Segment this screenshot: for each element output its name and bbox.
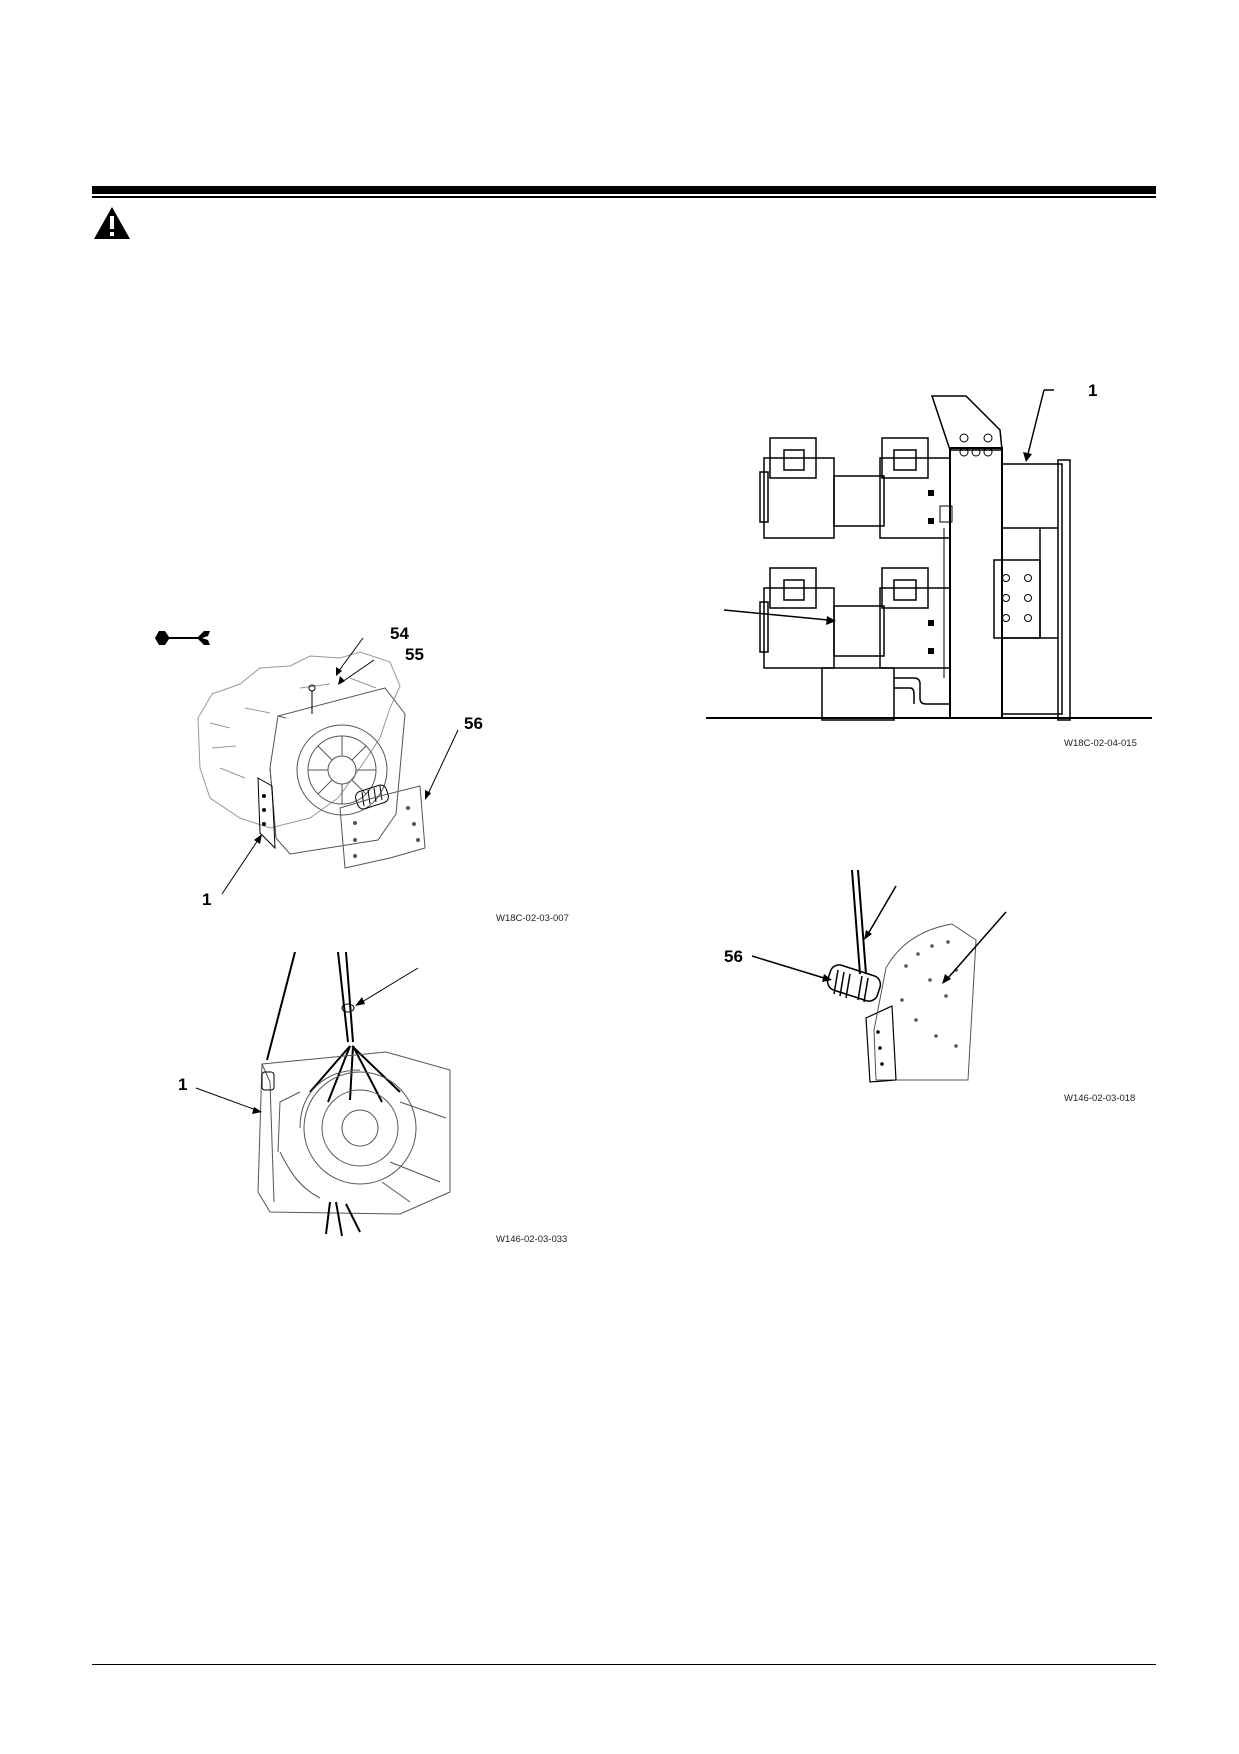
callout-label: 1 (178, 1075, 187, 1094)
callout-label: 56 (464, 714, 483, 733)
figure-coupling-removal: 56 W146-02-03-018 (716, 870, 1156, 1110)
footer-rule (92, 1664, 1156, 1665)
figure-flywheel-housing: 54 55 56 1 W18C-02-03-007 (150, 618, 582, 923)
header-rule-thin (92, 196, 1156, 198)
figure-lifting-housing: 1 W146-02-03-033 (150, 952, 582, 1252)
figure-code: W18C-02-03-007 (496, 913, 569, 923)
figure-pump-assembly: 1 W18C-02-04-015 (704, 378, 1154, 753)
figure-code: W146-02-03-018 (1064, 1093, 1135, 1104)
figure-code: W146-02-03-033 (496, 1234, 567, 1245)
wrench-icon (155, 631, 210, 645)
header-rule (92, 186, 1156, 194)
callout-label: 54 (390, 624, 409, 643)
callout-label: 1 (1088, 381, 1097, 400)
callout-label: 55 (405, 645, 424, 664)
warning-triangle-icon (93, 206, 131, 240)
callout-label: 56 (724, 947, 743, 966)
callout-label: 1 (202, 890, 211, 909)
figure-code: W18C-02-04-015 (1064, 738, 1137, 749)
